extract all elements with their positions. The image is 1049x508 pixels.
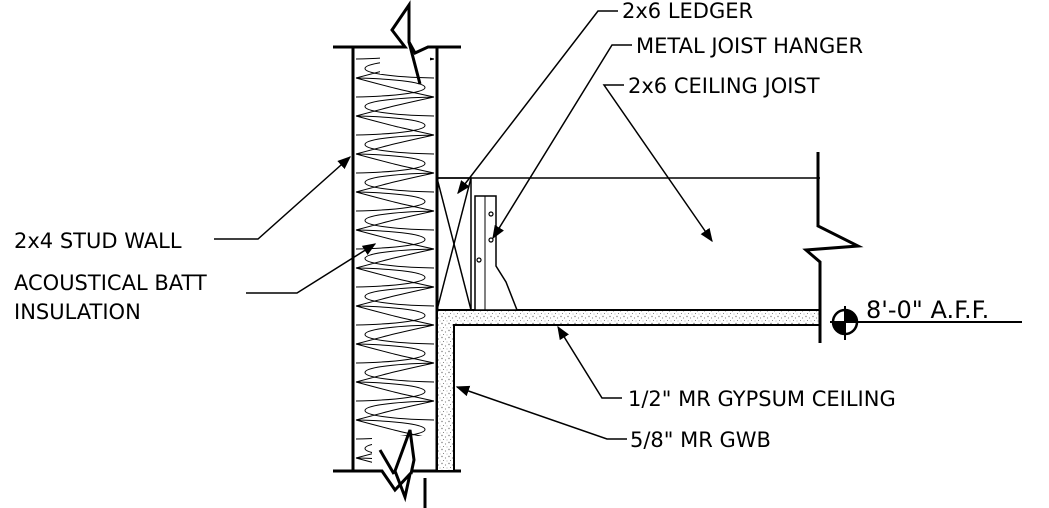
ledger [436,177,472,311]
label-ledger: 2x6 LEDGER [622,0,753,23]
label-insulation-line2: INSULATION [14,300,141,324]
leader-stud-wall [214,156,352,240]
batt-insulation-curve [355,47,435,471]
label-elevation: 8'-0" A.F.F. [866,296,989,324]
label-insulation-line1: ACOUSTICAL BATT [14,271,207,295]
elevation-marker-icon [830,306,1022,340]
batt-insulation-pattern [355,47,435,471]
ceiling-joist [437,152,864,343]
leader-hanger [492,44,632,240]
label-hanger: METAL JOIST HANGER [636,34,863,58]
leader-ledger [457,10,618,195]
wall-bottom-break-line [333,429,461,508]
callout-labels: 2x6 LEDGER METAL JOIST HANGER 2x6 CEILIN… [14,0,989,452]
label-ceiling: 1/2" MR GYPSUM CEILING [628,387,896,411]
label-gwb: 5/8" MR GWB [630,428,771,452]
leader-lines [214,10,713,440]
leader-ceiling [557,325,622,399]
metal-joist-hanger [474,195,519,311]
leader-insulation [246,243,377,294]
joist-break-line [802,152,864,343]
wall-top-break-line [333,0,461,85]
label-stud-wall: 2x4 STUD WALL [14,229,182,253]
label-joist: 2x6 CEILING JOIST [628,74,820,98]
leader-gwb [455,385,627,440]
leader-joist [602,84,713,243]
